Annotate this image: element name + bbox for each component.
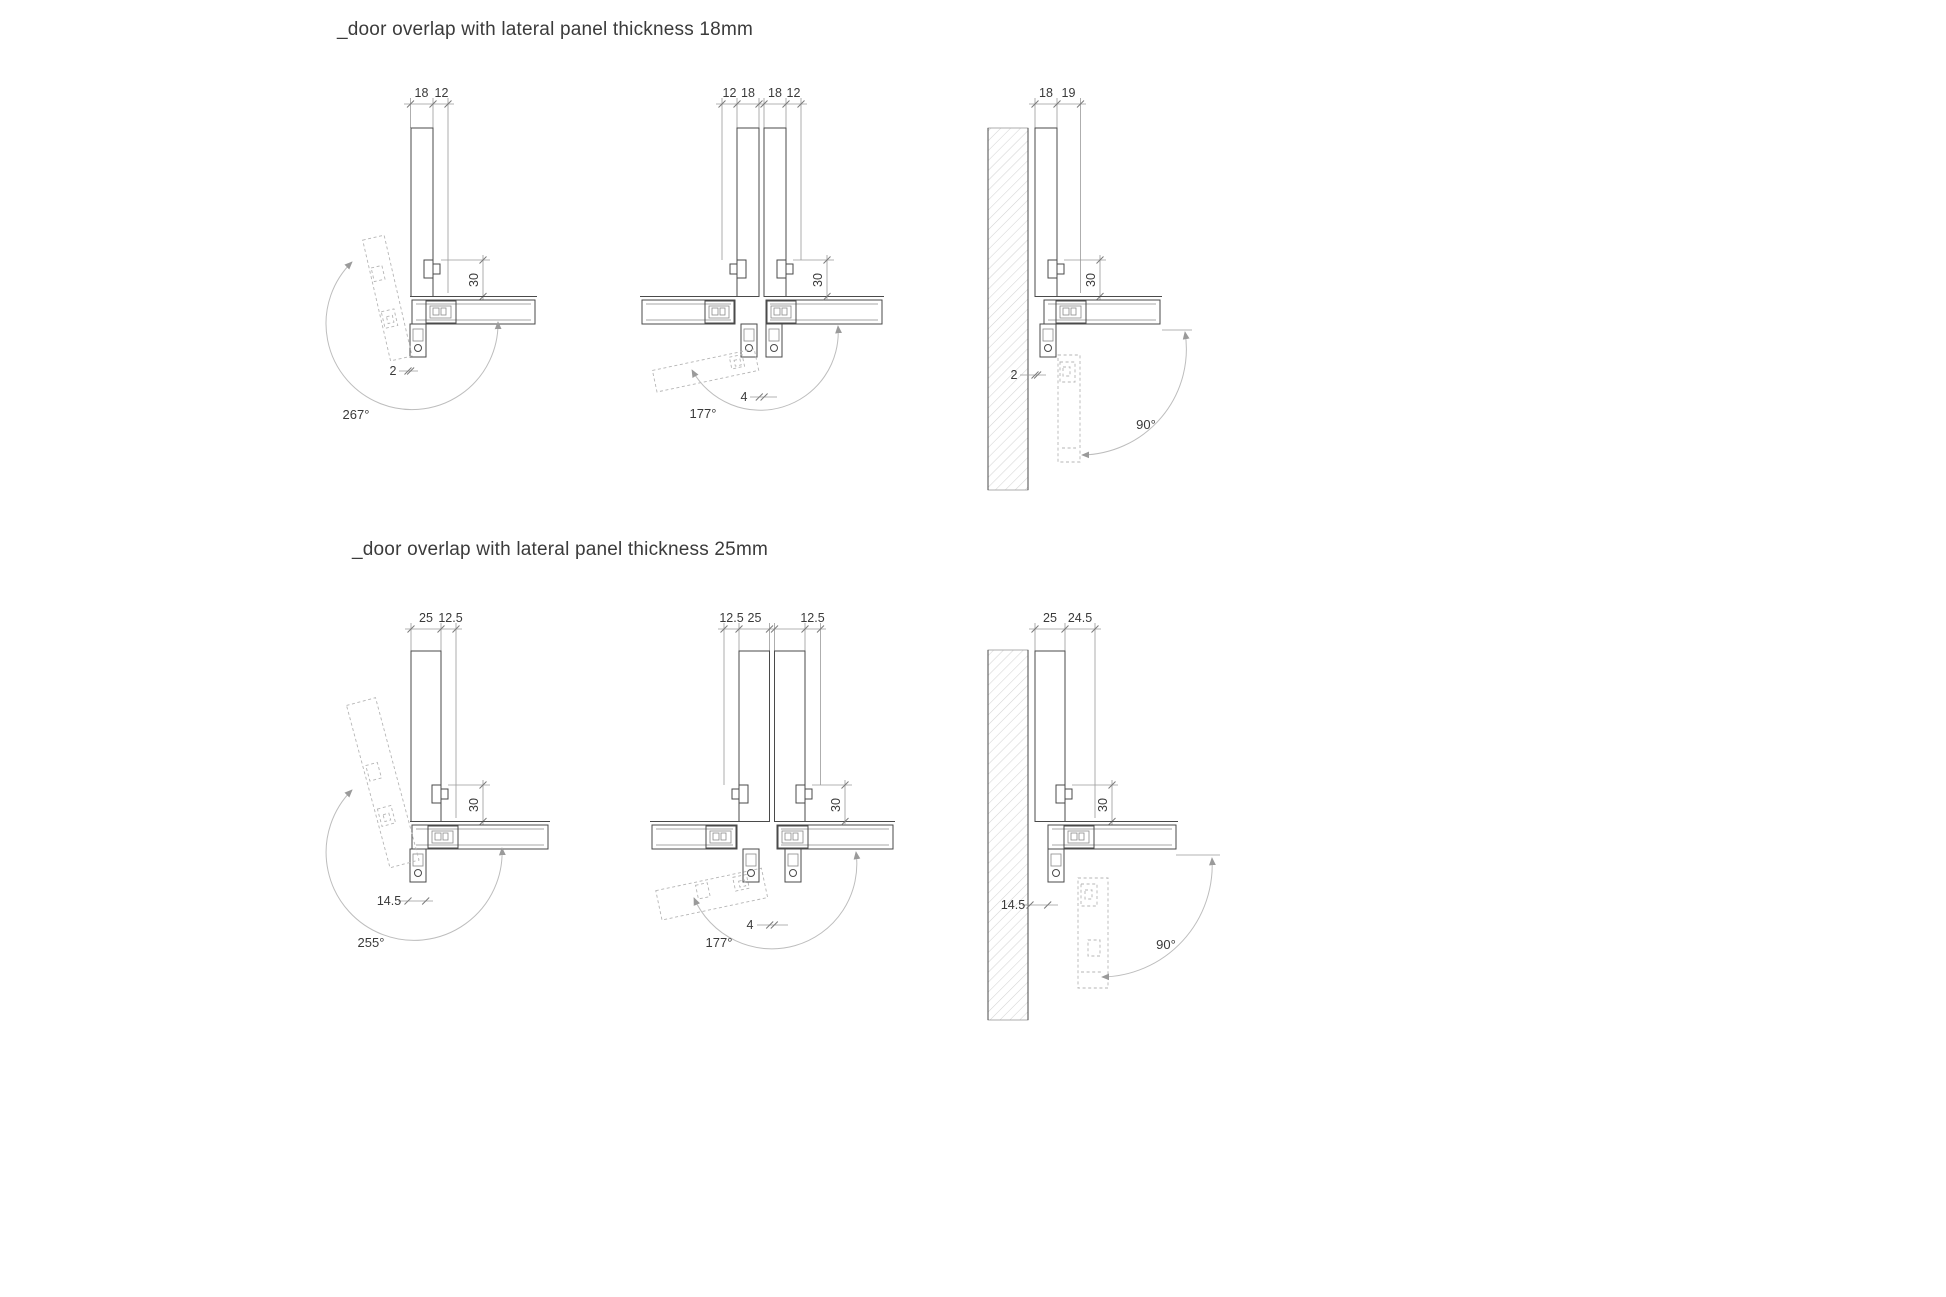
- dim-label-overlap: 12: [435, 86, 449, 100]
- dim-label-depth: 30: [467, 798, 481, 812]
- top-dimension: 18 19: [1029, 86, 1086, 293]
- hinge-mounting-plates: [729, 259, 794, 279]
- opening-angle-label: 177°: [706, 935, 733, 950]
- dim-label: 12: [787, 86, 801, 100]
- dim-label-depth: 30: [467, 273, 481, 287]
- top-dimension: 12 18 18 12: [716, 86, 807, 260]
- swing-arc: [693, 851, 861, 950]
- door-open-ghost: [1077, 877, 1109, 989]
- dim-label-depth: 30: [829, 798, 843, 812]
- top-dimension: 25 12.5: [405, 611, 463, 818]
- depth-dimension: 30: [812, 780, 852, 826]
- top-dimension: 18 12: [404, 86, 454, 293]
- depth-dimension: 30: [793, 255, 834, 301]
- door-closed: [410, 296, 537, 325]
- door-open-ghost: [345, 697, 420, 869]
- opening-angle-label: 90°: [1156, 937, 1176, 952]
- hinge-mounting-plate: [1047, 259, 1065, 279]
- swing-arc: [325, 789, 506, 941]
- opening-angle-label: 177°: [690, 406, 717, 421]
- top-dimension: 12.5 25 12.5: [718, 611, 826, 785]
- diagram-overlay-18: 18 12 30: [325, 86, 537, 422]
- dim-label: 12.5: [719, 611, 743, 625]
- dim-label-gap: 4: [741, 390, 748, 404]
- door-closed: [1042, 296, 1162, 325]
- top-dimension: 25 24.5: [1029, 611, 1101, 818]
- hinge-mounting-plate: [431, 784, 449, 804]
- depth-dimension: 30: [1064, 255, 1106, 301]
- door-closed-right: [774, 821, 895, 850]
- diagram-wall-25: 25 24.5 30: [987, 611, 1220, 1021]
- hinge-arm: [409, 323, 427, 358]
- dim-label: 18: [768, 86, 782, 100]
- diagram-twin-18: 12 18 18 12: [640, 86, 884, 421]
- dim-label: 12.5: [800, 611, 824, 625]
- swing-arc: [325, 261, 502, 411]
- gap-dimension: 2: [390, 364, 418, 378]
- dim-label-gap: 2: [1011, 368, 1018, 382]
- wall-hatch: [987, 649, 1029, 1021]
- diagram-overlay-25: 25 12.5 30: [325, 611, 550, 950]
- door-closed-right: [764, 296, 884, 325]
- door-closed: [410, 821, 550, 850]
- hinge-mounting-plate: [1055, 784, 1073, 804]
- hinge-arms: [742, 848, 802, 883]
- opening-angle-label: 255°: [358, 935, 385, 950]
- gap-dimension: 4: [741, 390, 777, 404]
- section-title-25mm: _door overlap with lateral panel thickne…: [352, 539, 768, 560]
- hinge-arm: [1039, 323, 1057, 358]
- diagram-twin-25: 12.5 25 12.5: [650, 611, 895, 950]
- hinge-mounting-plates: [731, 784, 813, 804]
- swing-arc: [1081, 331, 1190, 459]
- opening-angle-label: 90°: [1136, 417, 1156, 432]
- dim-label-gap: 4: [747, 918, 754, 932]
- hinge-arm: [409, 848, 427, 883]
- dim-label-panel-thickness: 18: [415, 86, 429, 100]
- door-closed-left: [640, 296, 737, 325]
- dim-label-overlap: 19: [1062, 86, 1076, 100]
- dim-label: 18: [741, 86, 755, 100]
- gap-dimension: 14.5: [1001, 898, 1058, 912]
- door-open-ghost: [362, 234, 413, 362]
- dim-label-gap: 2: [390, 364, 397, 378]
- door-open-ghost: [1057, 354, 1081, 463]
- dim-label-panel-thickness: 18: [1039, 86, 1053, 100]
- section-title-18mm: _door overlap with lateral panel thickne…: [337, 19, 753, 40]
- swing-arc: [691, 325, 842, 411]
- door-closed: [1042, 821, 1178, 850]
- hinge-mounting-plate: [423, 259, 441, 279]
- gap-dimension: 14.5: [377, 894, 433, 908]
- gap-dimension: 2: [1011, 368, 1046, 382]
- dim-label-panel-thickness: 25: [419, 611, 433, 625]
- dim-label: 25: [748, 611, 762, 625]
- swing-arc: [1101, 857, 1216, 981]
- dim-label-overlap: 24.5: [1068, 611, 1092, 625]
- dim-label-gap: 14.5: [377, 894, 401, 908]
- dim-label-gap: 14.5: [1001, 898, 1025, 912]
- lateral-panel-left: [736, 127, 760, 297]
- hinge-arms: [740, 323, 783, 358]
- diagram-wall-18: 18 19 30: [987, 86, 1192, 491]
- depth-dimension: 30: [448, 780, 490, 826]
- dim-label-depth: 30: [811, 273, 825, 287]
- wall-hatch: [987, 127, 1029, 491]
- gap-dimension: 4: [747, 918, 788, 932]
- dim-label-depth: 30: [1084, 273, 1098, 287]
- opening-angle-label: 267°: [343, 407, 370, 422]
- dim-label-depth: 30: [1096, 798, 1110, 812]
- dim-label: 12: [723, 86, 737, 100]
- dim-label-panel-thickness: 25: [1043, 611, 1057, 625]
- depth-dimension: 30: [1072, 780, 1118, 826]
- dim-label-overlap: 12.5: [438, 611, 462, 625]
- door-closed-left: [650, 821, 739, 850]
- hinge-arm: [1047, 848, 1065, 883]
